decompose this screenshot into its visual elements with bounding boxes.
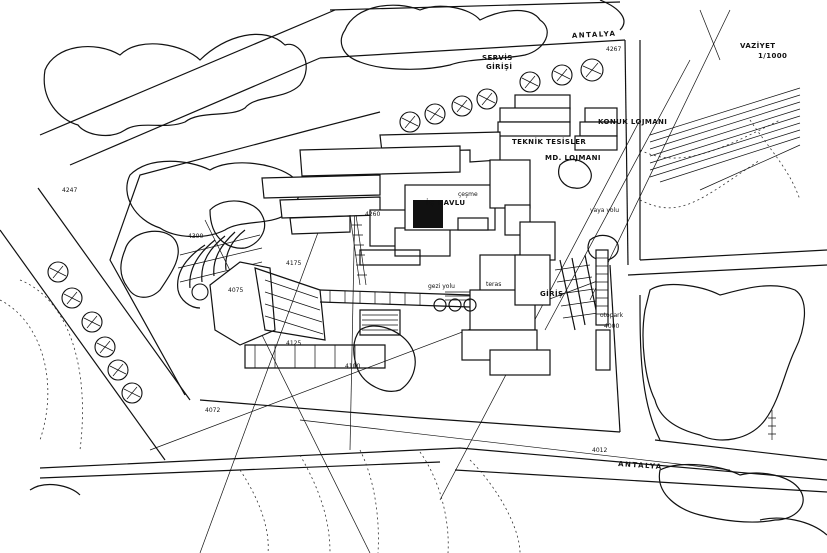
walkway-label: yaya yolu [590,207,619,214]
elevation-4012: 4012 [592,447,607,454]
elevation-4072: 4072 [205,407,220,414]
building-masses [261,94,618,376]
parking-label: otopark [600,312,624,319]
north-mark [768,410,776,440]
elevation-4175: 4175 [286,260,301,267]
elevation-4260: 4260 [365,211,380,218]
fountain-label: çeşme [458,191,478,198]
amphitheatre [177,214,477,369]
courtyard-label: İÇ HAVLU [426,198,466,207]
road-label-top: ANTALYA [572,30,617,40]
elevation-4267: 4267 [606,46,621,53]
plan-title: VAZİYET [740,41,775,50]
entrance-label: GİRİŞ [540,289,563,298]
service-entrance-label-line2: GİRİŞİ [486,62,512,71]
promenade-label: gezi yolu [428,283,455,290]
guest-housing-label: KONUK LOJMANI [598,118,667,126]
elevation-4300: 4300 [188,233,203,240]
elevation-4000: 4000 [604,323,619,330]
roads [0,1,827,493]
director-housing-label: MD. LOJMANI [545,154,601,162]
elevation-4247: 4247 [62,187,77,194]
technical-facilities-label: TEKNİK TESİSLER [512,137,586,146]
plan-scale: 1/1000 [758,52,787,60]
road-label-bottom: ANTALYA [618,460,663,471]
tree-symbols [47,58,604,404]
tree-canopies [29,0,827,536]
elevation-4125: 4125 [286,340,301,347]
terrace-label: teras [486,281,501,288]
contour-lines [0,119,801,553]
elevation-4100: 4100 [345,363,360,370]
parking-stalls [554,249,611,371]
labels: VAZİYET 1/1000 ANTALYA ANTALYA SERVİS Gİ… [62,30,787,471]
elevation-4075: 4075 [228,287,243,294]
hatched-field [649,87,801,191]
service-entrance-label-line1: SERVİS [482,53,513,62]
